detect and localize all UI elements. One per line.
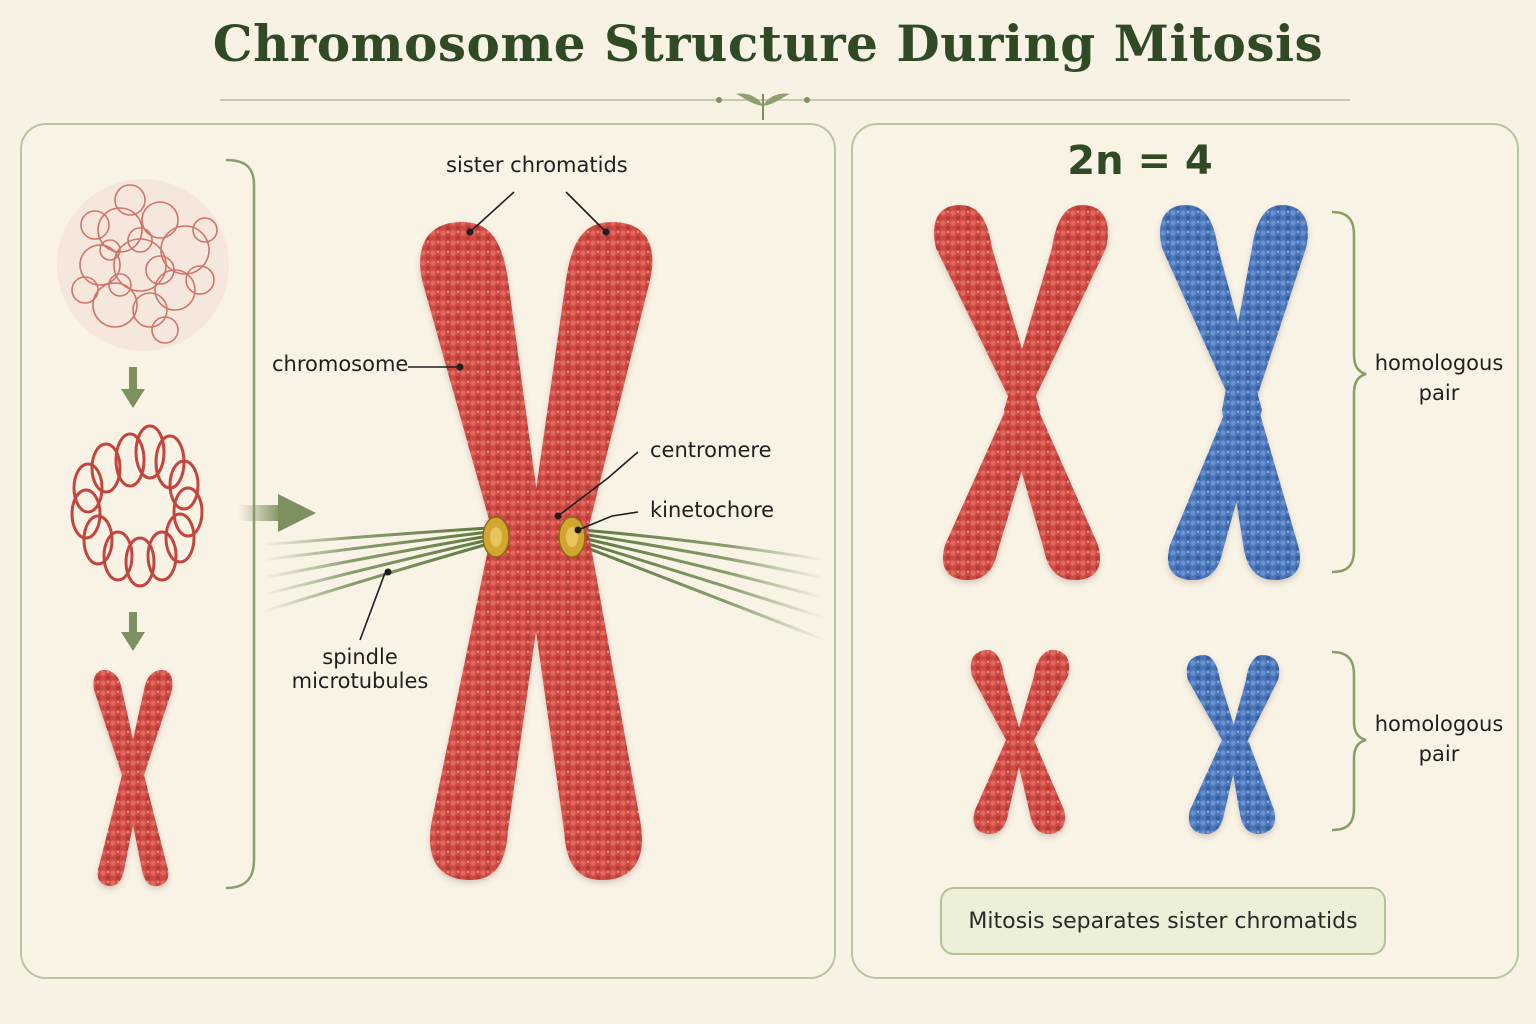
label-kinetochore: kinetochore xyxy=(650,498,775,522)
leader-lines xyxy=(359,191,639,641)
arrow-right-icon xyxy=(238,494,316,532)
arrow-down-icon xyxy=(121,367,145,408)
red-chromosome-small-icon xyxy=(970,650,1070,834)
label-homologous-pair-1: homologous pair xyxy=(1374,351,1504,405)
small-chromosome-icon xyxy=(93,670,173,886)
leader-dots xyxy=(384,228,610,576)
progression-bracket xyxy=(225,158,256,890)
red-chromosome-large-icon xyxy=(934,205,1108,580)
blue-chromosome-small-icon xyxy=(1186,655,1280,834)
label-spindle-microtubules: spindle microtubules xyxy=(291,645,429,693)
page-title: Chromosome Structure During Mitosis xyxy=(212,14,1324,73)
blue-chromosome-large-icon xyxy=(1160,205,1308,580)
label-chromosome: chromosome xyxy=(272,352,409,376)
label-homologous-pair-2: homologous pair xyxy=(1374,712,1504,766)
label-sister-chromatids: sister chromatids xyxy=(446,153,628,177)
homologous-bracket-2 xyxy=(1331,650,1367,832)
kinetochore-left-icon xyxy=(482,516,510,558)
title-divider xyxy=(220,93,1350,120)
label-centromere: centromere xyxy=(650,438,772,462)
large-chromosome-icon xyxy=(420,222,653,880)
spindle-fibers-right xyxy=(581,528,826,642)
chromatin-tangle-icon xyxy=(57,179,229,351)
homologous-bracket-1 xyxy=(1331,210,1367,574)
ploidy-label: 2n = 4 xyxy=(1067,138,1213,184)
mitosis-note: Mitosis separates sister chromatids xyxy=(940,887,1386,955)
coiled-chromatin-icon xyxy=(70,424,204,588)
arrow-down-icon xyxy=(121,612,145,651)
spindle-fibers-left xyxy=(261,526,489,614)
kinetochore-right-icon xyxy=(558,516,586,558)
